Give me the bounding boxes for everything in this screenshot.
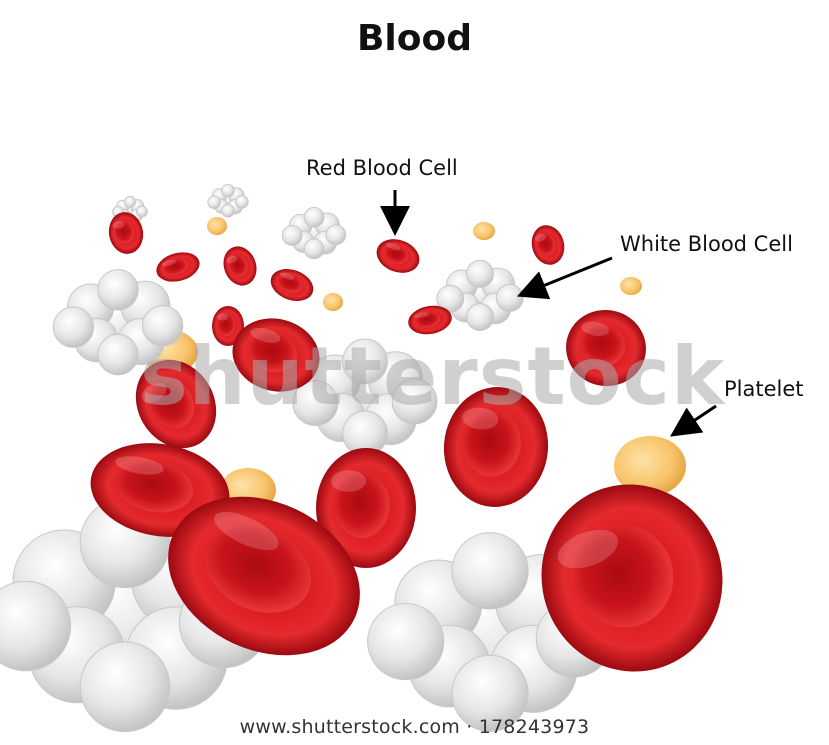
source-footer: www.shutterstock.com · 178243973 [0, 716, 829, 738]
red-blood-cell [266, 263, 318, 306]
red-blood-cell [560, 304, 652, 393]
diagram-title: Blood [0, 18, 829, 59]
red-blood-cell [527, 222, 568, 269]
red-blood-cell [372, 233, 424, 278]
white-blood-cell-arrow [528, 258, 612, 292]
platelet [207, 217, 227, 235]
platelet [620, 277, 642, 295]
red-blood-cell-label: Red Blood Cell [306, 156, 458, 180]
red-blood-cell [218, 242, 262, 291]
platelet-arrow [680, 406, 716, 430]
red-blood-cell [153, 248, 203, 286]
red-blood-cell [439, 383, 553, 512]
platelet [323, 293, 343, 311]
white-blood-cell [208, 184, 248, 217]
white-blood-cell [282, 207, 345, 258]
white-blood-cell-label: White Blood Cell [620, 232, 793, 256]
platelet-label: Platelet [724, 377, 804, 401]
platelet [473, 222, 495, 240]
